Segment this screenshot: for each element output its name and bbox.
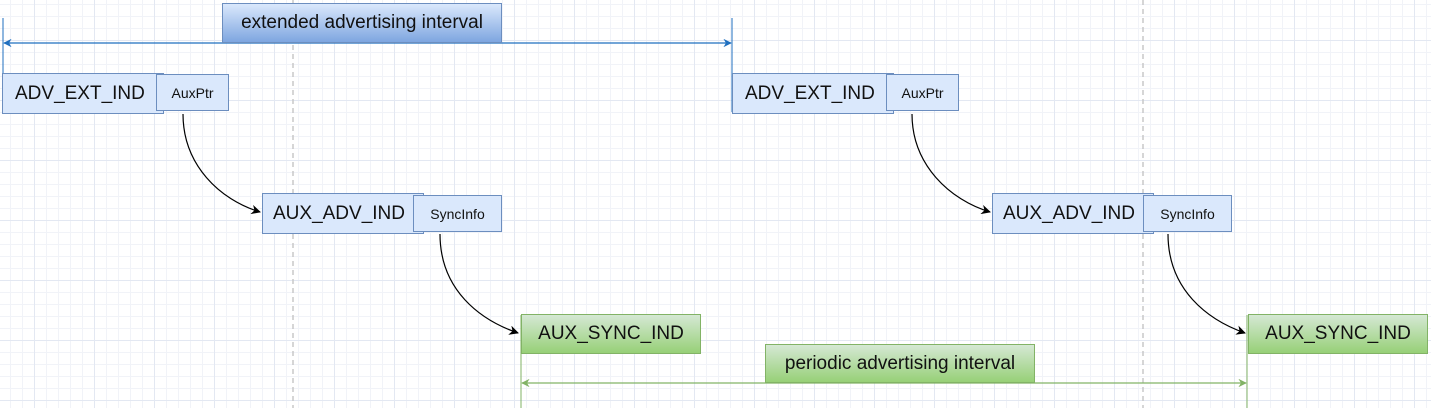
extended-interval-label: extended advertising interval — [222, 3, 502, 43]
auxptr-to-aux-adv-arrow-2 — [911, 113, 991, 215]
syncinfo-tag-1: SyncInfo — [413, 195, 502, 232]
adv-ext-ind-box-2: ADV_EXT_IND — [732, 73, 894, 114]
periodic-interval-label: periodic advertising interval — [765, 344, 1035, 383]
syncinfo-to-aux-sync-arrow-1 — [439, 233, 519, 335]
syncinfo-to-aux-sync-arrow-2 — [1167, 233, 1246, 335]
auxptr-tag-1: AuxPtr — [156, 74, 229, 111]
aux-sync-ind-box-2: AUX_SYNC_IND — [1248, 314, 1428, 354]
adv-ext-ind-box-1: ADV_EXT_IND — [2, 73, 164, 114]
aux-sync-ind-box-1: AUX_SYNC_IND — [521, 314, 701, 354]
syncinfo-tag-2: SyncInfo — [1143, 195, 1232, 232]
aux-adv-ind-box-2: AUX_ADV_IND — [992, 193, 1154, 234]
aux-adv-ind-box-1: AUX_ADV_IND — [262, 193, 424, 234]
auxptr-tag-2: AuxPtr — [886, 74, 959, 111]
auxptr-to-aux-adv-arrow-1 — [182, 113, 261, 215]
